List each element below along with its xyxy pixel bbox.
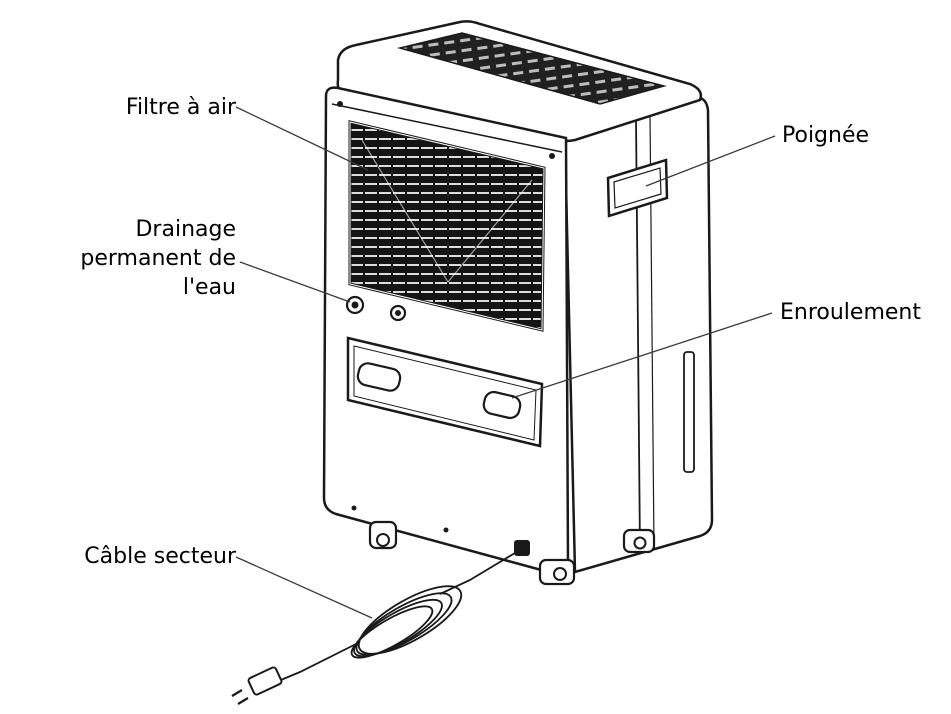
cord-hook-left <box>356 362 402 392</box>
top-vent <box>397 32 667 105</box>
leader-power-cable <box>235 556 373 619</box>
cord-wrap-recess <box>346 336 544 448</box>
handle <box>606 158 669 218</box>
drainage-outlet-1-inner <box>351 301 359 309</box>
front-trim <box>331 103 563 153</box>
wheel-back-right <box>622 528 656 554</box>
wheel-front-left <box>368 520 398 550</box>
air-filter-frame <box>349 121 545 331</box>
label-drainage-line-3: l'eau <box>182 275 236 300</box>
base-screw-2 <box>443 527 449 533</box>
power-plug <box>231 666 283 705</box>
grille-v-pattern <box>361 139 533 284</box>
label-air-filter: Filtre à air <box>125 95 236 120</box>
handle-inner <box>613 167 662 209</box>
label-drainage-line-2: permanent de <box>80 246 236 271</box>
label-drainage-line-1: Drainage <box>135 217 236 242</box>
power-cable <box>275 549 521 683</box>
base-screw-1 <box>351 505 357 511</box>
label-drainage: Drainage permanent de l'eau <box>40 215 236 302</box>
cord-hook-right <box>482 390 522 420</box>
drainage-outlet-2-inner <box>395 310 401 316</box>
label-handle: Poignée <box>782 123 870 148</box>
wheel-front-right <box>538 558 576 586</box>
cord-wrap-inner <box>353 345 537 441</box>
leader-drainage <box>239 261 351 303</box>
leader-cord-wrap <box>511 312 773 399</box>
side-slot <box>683 351 695 473</box>
screw-top-right <box>549 153 555 159</box>
leader-air-filter <box>235 106 369 171</box>
leader-handle <box>645 135 776 187</box>
power-socket <box>514 540 530 556</box>
label-cord-wrap: Enroulement <box>780 300 921 325</box>
screw-top-left <box>337 101 343 107</box>
label-power-cable: Câble secteur <box>84 544 236 569</box>
